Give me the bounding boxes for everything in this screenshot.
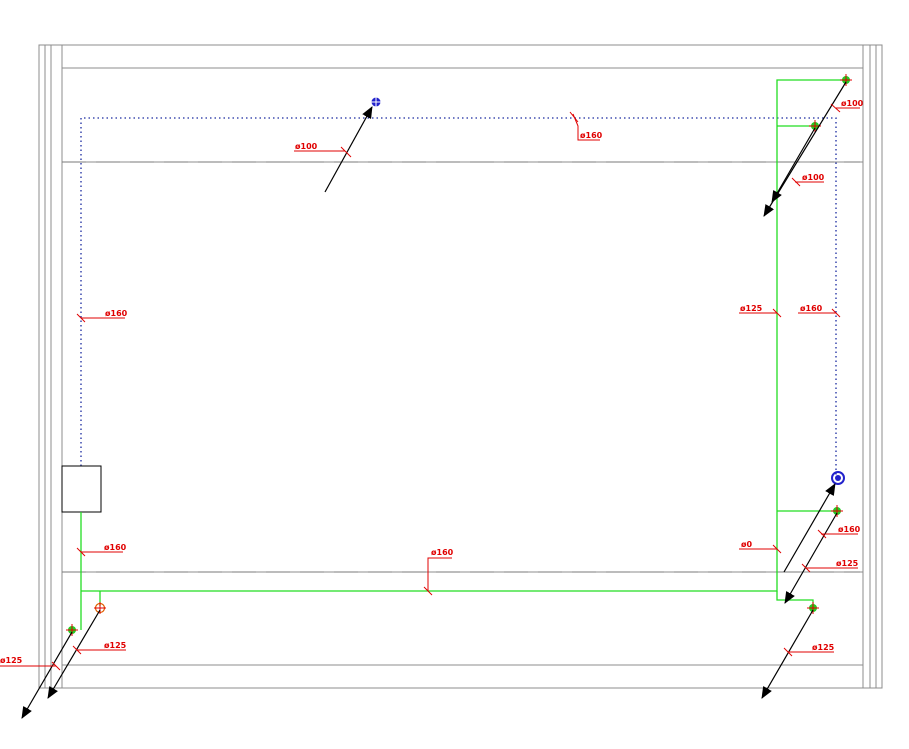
supply-duct-green [80, 79, 846, 630]
dim-label: ø100 [295, 142, 318, 151]
terminal-blue-top [370, 96, 382, 108]
dim-label: ø125 [836, 559, 859, 568]
terminal-green-mid-right [831, 505, 843, 517]
dim-label: ø160 [838, 525, 861, 534]
ventilation-unit-box [61, 465, 102, 513]
dim-label: ø100 [841, 99, 864, 108]
terminal-blue-right [831, 471, 845, 485]
terminal-orange-bottom-left [94, 602, 106, 614]
dimension-labels: ø100 ø160 ø100 ø100 ø160 ø125 ø160 ø160 [0, 99, 864, 671]
dim-label: ø125 [812, 643, 835, 652]
terminal-green-bottom-left [66, 624, 78, 636]
dim-label: ø125 [0, 656, 23, 665]
dim-label: ø100 [802, 173, 825, 182]
dim-label: ø160 [800, 304, 823, 313]
dim-label: ø160 [580, 131, 603, 140]
terminals [66, 74, 852, 636]
terminal-green-top-right [840, 74, 852, 86]
dim-label: ø125 [104, 641, 127, 650]
flow-arrows [21, 81, 847, 719]
dim-label: ø160 [104, 543, 127, 552]
dim-label: ø160 [105, 309, 128, 318]
dashed-lines [62, 161, 860, 573]
dim-label: ø0 [741, 540, 752, 549]
dim-label: ø125 [740, 304, 763, 313]
dim-label: ø160 [431, 548, 454, 557]
exhaust-duct-dotted [80, 117, 837, 478]
terminal-green-bottom-right [807, 602, 819, 614]
